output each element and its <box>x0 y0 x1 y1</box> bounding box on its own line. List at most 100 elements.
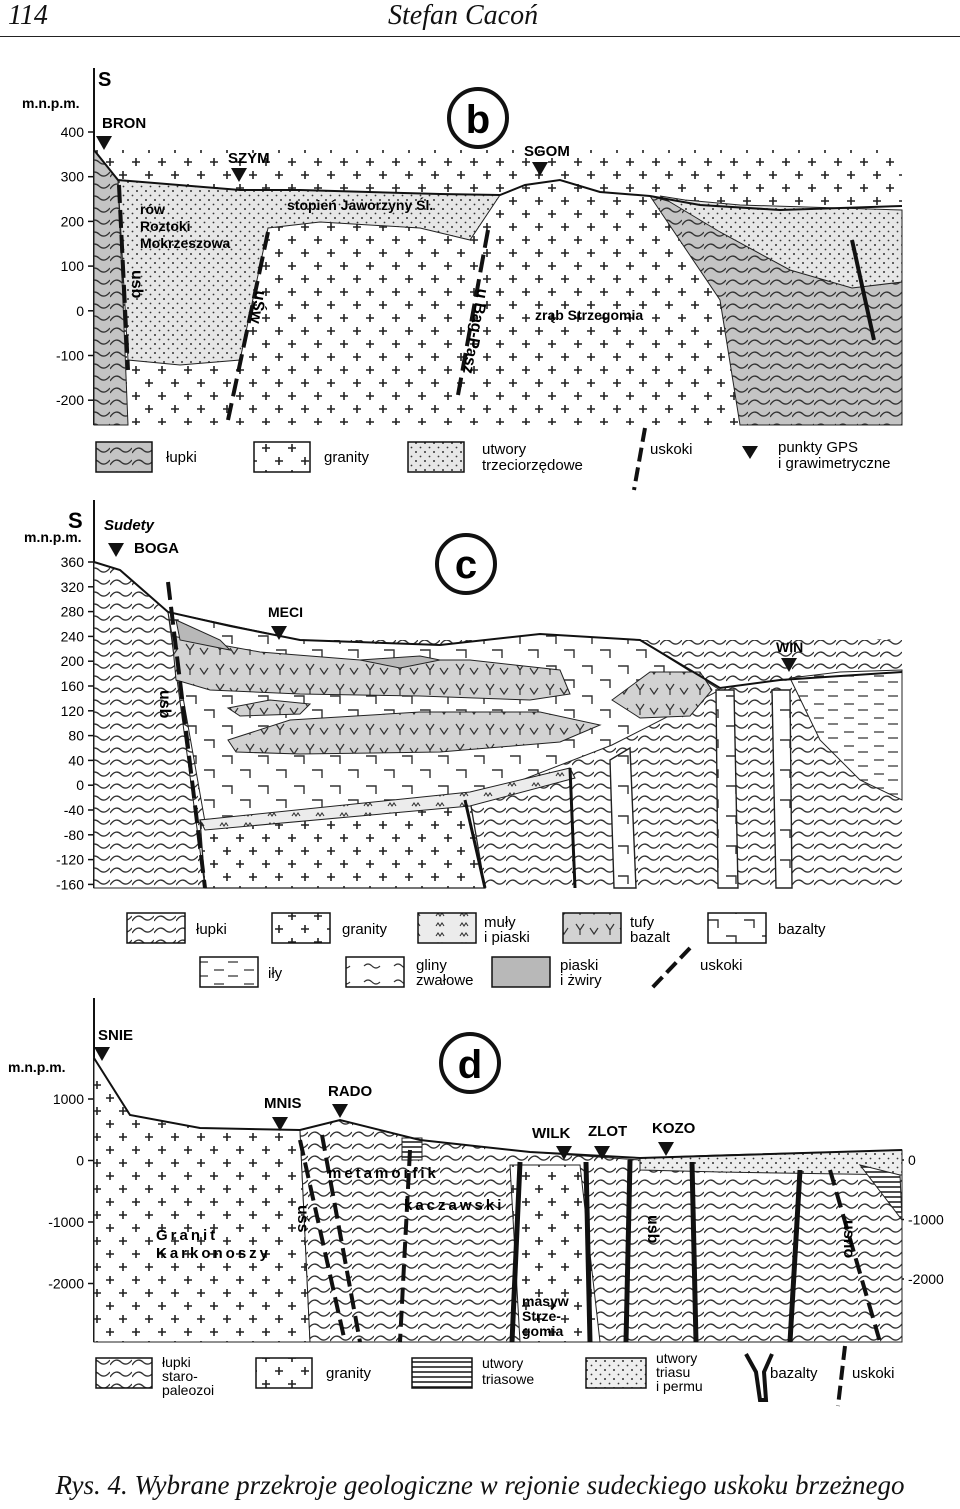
svg-text:zwałowe: zwałowe <box>416 972 474 989</box>
panel-b-left-direction: S <box>98 69 111 91</box>
panel-d-axis-unit: m.n.p.m. <box>8 1059 66 1075</box>
d-tick-label: 0 <box>76 1153 84 1169</box>
legend-c: łupki granity muły i piaski tufy bazalt … <box>126 912 826 990</box>
svg-text:łupki: łupki <box>166 449 197 466</box>
svg-text:iły: iły <box>268 965 283 982</box>
label-zrab: zrąb Strzegomia <box>535 307 643 323</box>
svg-text:trzeciorzędowe: trzeciorzędowe <box>482 457 583 474</box>
d-right-tick-label: 0 <box>908 1152 916 1168</box>
fault-right <box>850 239 876 341</box>
tertiary-right <box>659 195 903 289</box>
svg-text:staro-: staro- <box>162 1368 198 1384</box>
svg-text:bazalty: bazalty <box>778 921 826 938</box>
station-mnis: MNIS <box>264 1095 302 1131</box>
svg-text:muły: muły <box>484 914 516 931</box>
svg-text:uskoki: uskoki <box>700 957 743 974</box>
svg-text:SGOM: SGOM <box>524 143 570 160</box>
svg-text:bazalt: bazalt <box>630 929 671 946</box>
label-stopien: stopień Jaworzyny Śl. <box>287 196 433 213</box>
label-usb: usb <box>128 270 145 299</box>
svg-text:i piaski: i piaski <box>484 929 530 946</box>
label-uss: uśs <box>294 1205 311 1233</box>
label-metamorfik: metamorfik <box>328 1165 439 1182</box>
svg-text:bazalty: bazalty <box>770 1365 818 1382</box>
station-rado: RADO <box>328 1083 372 1118</box>
label-karkonoszy: Karkonoszy <box>156 1245 271 1262</box>
c-tick-label: 40 <box>68 752 84 768</box>
label-gomia: gomia <box>522 1323 563 1339</box>
c-tick-label: 120 <box>61 703 85 719</box>
b-tick-label: 0 <box>76 303 84 319</box>
fault-usb <box>117 184 130 371</box>
triassic-right <box>858 1164 903 1222</box>
svg-text:triasowe: triasowe <box>482 1371 534 1387</box>
panel-b-axis-unit: m.n.p.m. <box>22 95 80 111</box>
c-tick-label: 0 <box>76 777 84 793</box>
b-tick-label: 400 <box>61 124 85 140</box>
svg-text:ZLOT: ZLOT <box>588 1123 627 1140</box>
svg-text:i żwiry: i żwiry <box>560 972 602 989</box>
faults-d <box>298 1134 882 1343</box>
c-tick-label: 360 <box>61 554 85 570</box>
svg-text:triasu: triasu <box>656 1364 690 1380</box>
station-wilk: WILK <box>532 1125 572 1160</box>
svg-text:punkty GPS: punkty GPS <box>778 439 858 456</box>
panel-c-region: Sudety <box>104 517 155 534</box>
tuff-right <box>611 671 713 719</box>
d-right-tick-label: -2000 <box>908 1271 944 1287</box>
svg-text:i grawimetryczne: i grawimetryczne <box>778 455 891 472</box>
station-boga: BOGA <box>108 540 179 557</box>
station-zlot: ZLOT <box>588 1123 627 1160</box>
station-snie: SNIE <box>94 1027 133 1061</box>
label-row: rów <box>140 201 165 217</box>
label-kaczawski: kaczawski <box>404 1197 504 1214</box>
station-meci: MECI <box>268 604 303 640</box>
clays-right <box>789 669 903 801</box>
tuff-lens <box>226 699 312 717</box>
svg-text:granity: granity <box>324 449 370 466</box>
tuff-lower <box>227 711 602 755</box>
basalt-dykes <box>609 689 793 889</box>
surface-profile <box>93 149 903 212</box>
page-number: 114 <box>8 0 48 31</box>
figure-caption: Rys. 4. Wybrane przekroje geologiczne w … <box>55 1470 905 1500</box>
panel-c-left-direction: S <box>68 508 83 533</box>
b-tick-label: 300 <box>61 169 85 185</box>
svg-text:tufy: tufy <box>630 914 655 931</box>
svg-text:MNIS: MNIS <box>264 1095 302 1112</box>
fault-c-right <box>568 767 577 889</box>
panel-c-axis-unit: m.n.p.m. <box>24 529 82 545</box>
d-tick-label: -2000 <box>48 1276 84 1292</box>
svg-text:SZYM: SZYM <box>228 150 270 167</box>
panel-c-letter: c <box>455 543 477 587</box>
c-tick-label: -80 <box>64 827 84 843</box>
station-kozo: KOZO <box>652 1120 696 1156</box>
panel-d-letter: d <box>458 1043 482 1087</box>
legend-d: łupki staro- paleozoi granity utwory tri… <box>95 1345 895 1407</box>
label-masyw: masyw <box>522 1293 569 1309</box>
fault-usw <box>226 231 270 421</box>
b-tick-label: 200 <box>61 213 85 229</box>
b-tick-label: -100 <box>56 348 84 364</box>
svg-text:gliny: gliny <box>416 957 447 974</box>
c-tick-label: 320 <box>61 579 85 595</box>
svg-text:uskoki: uskoki <box>852 1365 895 1382</box>
c-tick-label: 200 <box>61 653 85 669</box>
c-tick-label: -40 <box>64 802 84 818</box>
svg-text:i permu: i permu <box>656 1378 703 1394</box>
fault-ubag <box>456 229 490 396</box>
d-right-tick-label: -1000 <box>908 1212 944 1228</box>
svg-text:utwory: utwory <box>656 1350 697 1366</box>
svg-text:granity: granity <box>326 1365 372 1382</box>
label-usb-c: usb <box>156 690 173 719</box>
label-usb-d: usb <box>644 1215 661 1244</box>
svg-text:utwory: utwory <box>482 1355 523 1371</box>
d-tick-label: -1000 <box>48 1214 84 1230</box>
tuff-upper <box>171 635 571 701</box>
label-usno: usno <box>840 1220 857 1258</box>
c-tick-label: 160 <box>61 678 85 694</box>
basalt-dykes-d <box>509 1159 803 1343</box>
station-bron: BRON <box>96 115 146 150</box>
